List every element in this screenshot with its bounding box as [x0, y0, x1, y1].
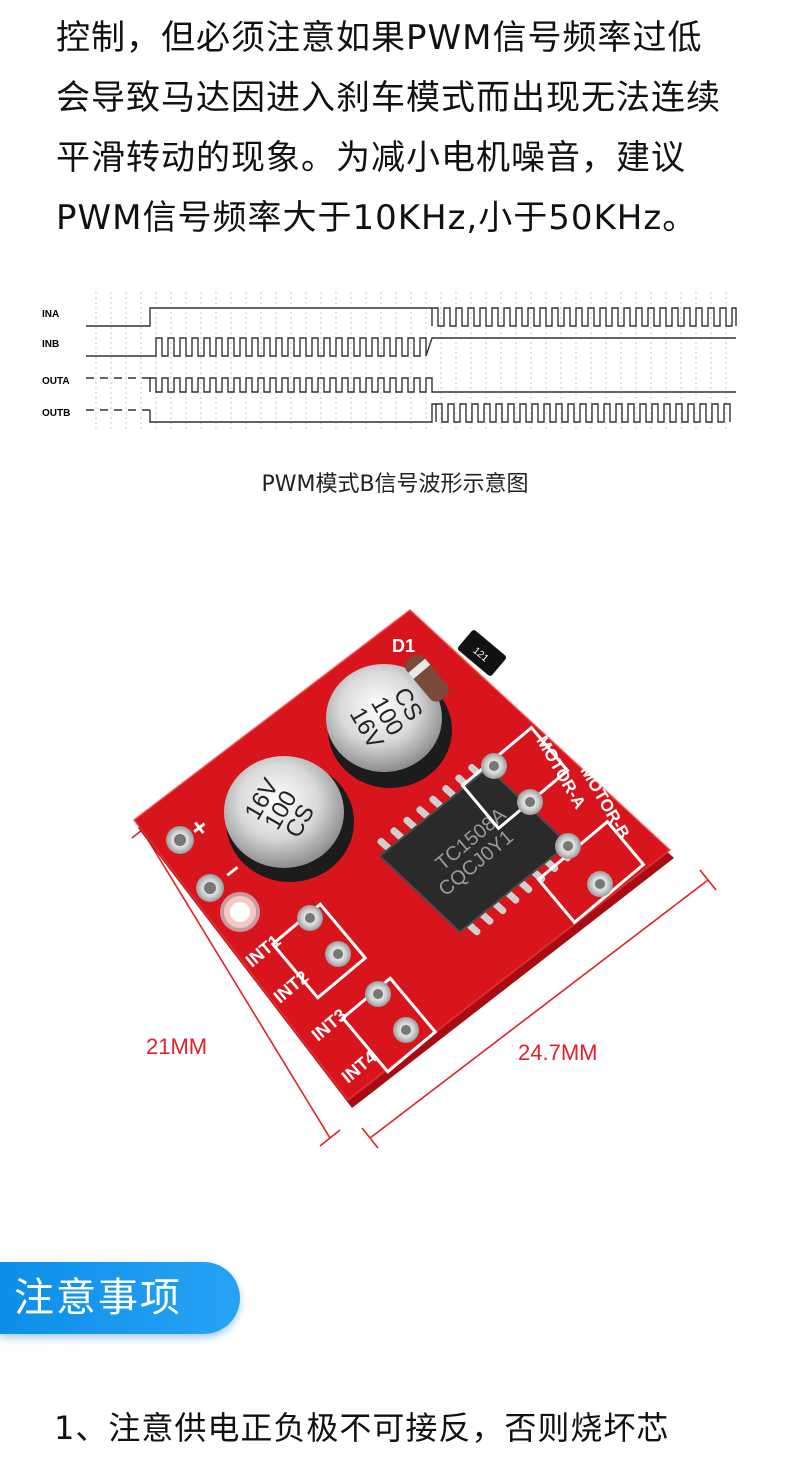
- driver-board-illustration: + − 16V 100 CS CS 100 16V D1 121 R1: [80, 590, 740, 1150]
- mounting-hole-center: [230, 902, 250, 922]
- length-dimension-label: 24.7MM: [518, 1040, 598, 1065]
- section-header: 注意事项: [0, 1262, 240, 1334]
- waveform-diagram: INA INB OUTA OUTB: [36, 286, 742, 436]
- trace-ina: [86, 307, 737, 327]
- waveform-traces: [86, 307, 737, 423]
- waveform-svg: INA INB OUTA OUTB: [42, 292, 737, 430]
- wave-label-ina: INA: [42, 309, 59, 320]
- wave-label-outa: OUTA: [42, 376, 70, 387]
- chip-pin: [466, 921, 481, 936]
- wave-label-outb: OUTB: [42, 408, 70, 419]
- motor-pads: [460, 725, 646, 925]
- chip-pin: [492, 900, 507, 915]
- note-item: 1、注意供电正负极不可接反，否则烧坏芯: [54, 1409, 670, 1447]
- intro-line: 平滑转动的现象。为减小电机噪音，建议: [56, 138, 686, 178]
- chip-pin: [390, 827, 405, 841]
- chip-pin: [479, 911, 494, 925]
- chip-pin: [518, 879, 533, 894]
- r1-label: R1: [432, 610, 455, 630]
- d1-label: D1: [392, 636, 415, 656]
- section-title: 注意事项: [14, 1275, 182, 1321]
- chip-pin: [544, 858, 559, 872]
- chip-pin: [468, 763, 483, 778]
- chip-pin: [429, 795, 444, 810]
- trace-outb: [149, 403, 731, 423]
- wave-label-inb: INB: [42, 339, 59, 350]
- resistor-r1: 121: [458, 630, 506, 676]
- chip-pin: [403, 816, 418, 831]
- chip-pin: [442, 785, 457, 799]
- input-pads: [270, 902, 438, 1074]
- capacitor-left: 16V 100 CS: [224, 756, 354, 882]
- waveform-caption: PWM模式B信号波形示意图: [261, 472, 529, 497]
- width-dimension-label: 21MM: [146, 1034, 208, 1059]
- intro-line: 会导致马达因进入刹车模式而出现无法连续: [56, 78, 721, 118]
- dimension-lines: [131, 821, 717, 1149]
- intro-paragraph: 控制，但必须注意如果PWM信号频率过低 会导致马达因进入刹车模式而出现无法连续 …: [56, 8, 776, 248]
- diode-d1: [405, 654, 449, 702]
- waveform-grid: [95, 292, 727, 430]
- chip-pin: [416, 806, 431, 820]
- chip-pin: [531, 869, 546, 883]
- trace-inb: [86, 337, 736, 357]
- trace-outa: [149, 377, 736, 393]
- chip-pin: [505, 890, 520, 904]
- chip-pin: [377, 837, 392, 852]
- capacitor-right: CS 100 16V: [326, 664, 452, 788]
- intro-line: PWM信号频率大于10KHz,小于50KHz。: [56, 198, 698, 238]
- board-svg: + − 16V 100 CS CS 100 16V D1 121 R1: [131, 608, 717, 1149]
- intro-line: 控制，但必须注意如果PWM信号频率过低: [56, 18, 703, 58]
- power-pads: [166, 826, 224, 902]
